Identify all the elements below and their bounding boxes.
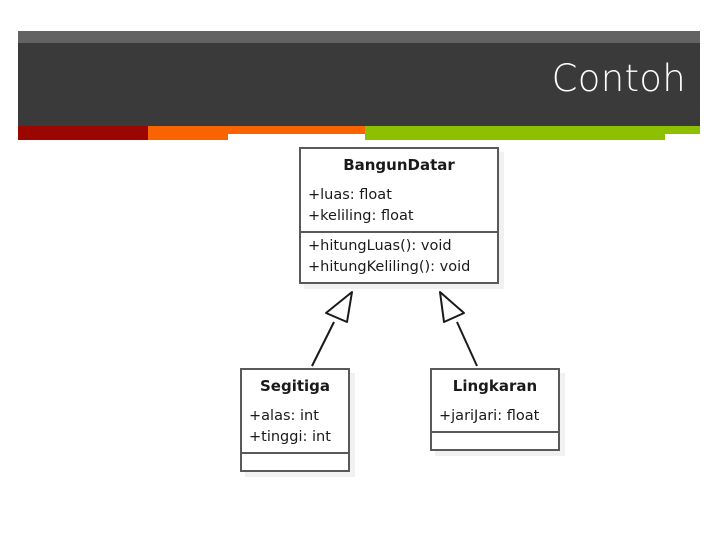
- uml-attribute: +tinggi: int: [249, 429, 331, 445]
- accent-stripe-segment-orange: [148, 134, 228, 140]
- accent-stripe-segment-white-gap: [228, 134, 365, 140]
- uml-attribute: +jariJari: float: [439, 408, 540, 424]
- uml-attributes-compartment: +jariJari: float: [432, 403, 558, 431]
- uml-attributes-compartment: +alas: int +tinggi: int: [242, 403, 348, 452]
- uml-methods-compartment: [432, 431, 558, 449]
- uml-class-name: Segitiga: [259, 377, 331, 395]
- slide-header: Contoh: [18, 31, 700, 129]
- uml-method: +hitungKeliling(): void: [308, 259, 471, 275]
- uml-class-segitiga[interactable]: Segitiga +alas: int +tinggi: int: [240, 368, 350, 472]
- uml-class-diagram: BangunDatar +luas: float +keliling: floa…: [0, 140, 720, 540]
- accent-stripe-segment-dark-red: [18, 134, 148, 140]
- accent-stripe-segment-dark-red: [18, 126, 148, 134]
- uml-class-name: BangunDatar: [343, 156, 455, 174]
- uml-attribute: +alas: int: [249, 408, 319, 424]
- uml-attribute: +keliling: float: [308, 208, 414, 224]
- uml-method: +hitungLuas(): void: [308, 238, 452, 254]
- accent-stripe-segment-green: [365, 134, 665, 140]
- uml-attributes-compartment: +luas: float +keliling: float: [301, 182, 497, 231]
- uml-class-name: Lingkaran: [452, 377, 538, 395]
- accent-stripe: [18, 126, 700, 140]
- accent-stripe-segment-green: [365, 126, 700, 134]
- accent-stripe-upper-row: [18, 126, 700, 134]
- uml-class-lingkaran[interactable]: Lingkaran +jariJari: float: [430, 368, 560, 451]
- generalization-lingkaran-to-bangundatar: [439, 291, 478, 367]
- generalization-segitiga-to-bangundatar: [311, 291, 353, 367]
- uml-attribute: +luas: float: [308, 187, 392, 203]
- header-top-strip: [18, 31, 700, 43]
- page-title: Contoh: [551, 57, 686, 100]
- accent-stripe-segment-orange: [148, 126, 365, 134]
- header-band: [18, 43, 700, 129]
- uml-methods-compartment: +hitungLuas(): void +hitungKeliling(): v…: [301, 231, 497, 282]
- uml-class-bangundatar[interactable]: BangunDatar +luas: float +keliling: floa…: [299, 147, 499, 284]
- accent-stripe-lower-row: [18, 134, 700, 140]
- uml-methods-compartment: [242, 452, 348, 470]
- accent-stripe-segment-white-gap-2: [665, 134, 700, 140]
